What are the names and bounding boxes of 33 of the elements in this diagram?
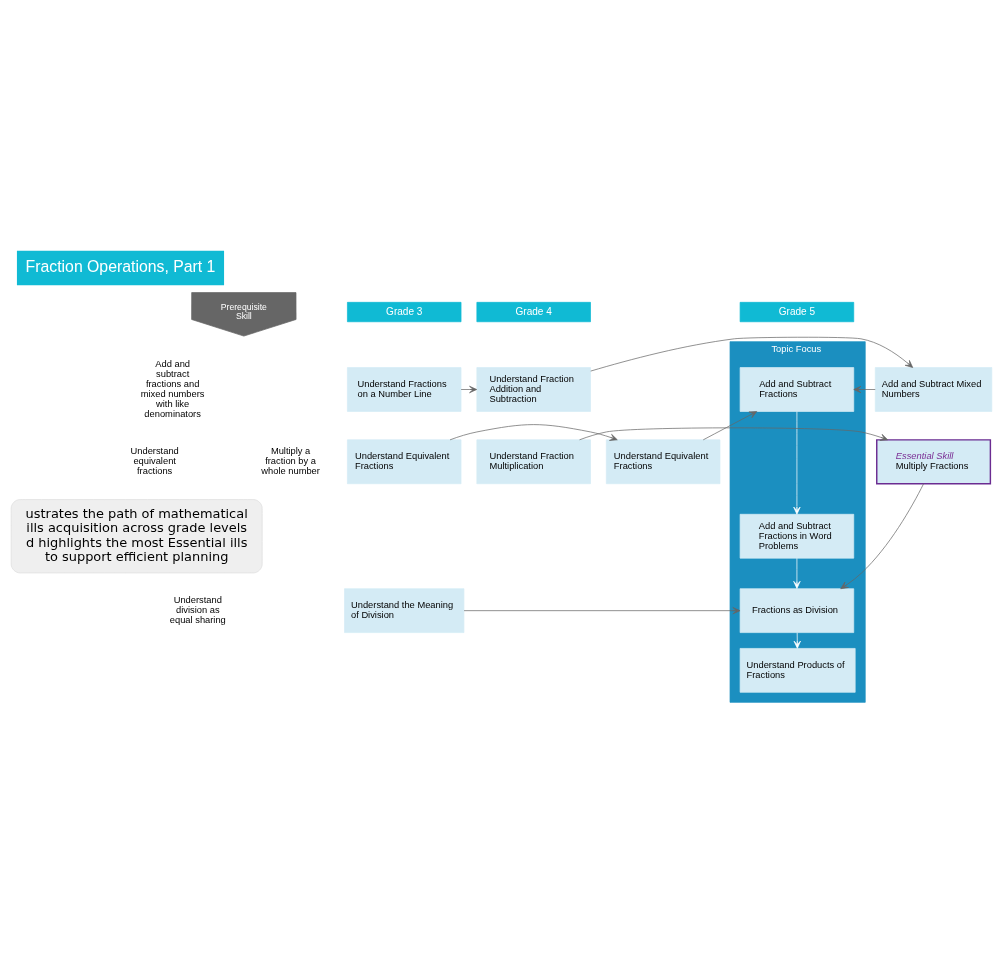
- node-box: Understand Products of Fractions: [739, 647, 856, 693]
- node-box: Understand Fraction Multiplication: [476, 439, 591, 484]
- node-box: Add and Subtract Mixed Numbers: [874, 366, 993, 412]
- label: Add and subtract fractions and mixed numbers with like denominators: [140, 358, 205, 419]
- diagram-title: Fraction Operations, Part 1: [25, 257, 216, 275]
- arrow: [590, 336, 914, 371]
- label: Grade 4: [515, 305, 552, 317]
- arrow: [853, 385, 876, 393]
- arrow: [463, 606, 741, 614]
- node-box: Understand the Meaning of Division: [344, 587, 465, 633]
- arrow: [793, 631, 801, 649]
- label: Grade 5: [778, 305, 816, 317]
- arrow: [840, 482, 924, 589]
- node-box: Understand Equivalent Fractions: [347, 439, 462, 484]
- arrow: [449, 423, 618, 441]
- node-box: Understand Fraction Addition and Subtraction: [476, 366, 591, 412]
- label: Understand division as equal sharing: [169, 594, 226, 625]
- node-box: Add and Subtract Fractions: [739, 366, 855, 412]
- arrow: [460, 385, 478, 393]
- node-box: Essential Skill Multiply Fractions: [876, 438, 992, 484]
- label: Grade 3: [386, 305, 423, 317]
- arrow: [793, 410, 801, 515]
- label: Prerequisite Skill: [220, 301, 267, 321]
- node-box: Fractions as Division: [739, 587, 855, 633]
- label: Understand equivalent fractions: [130, 445, 179, 476]
- node-box: Understand Fractions on a Number Line: [347, 366, 462, 412]
- node-box: Understand Equivalent Fractions: [605, 439, 721, 484]
- label: Multiply a fraction by a whole number: [261, 445, 320, 476]
- arrow: [702, 410, 758, 440]
- node-box: Add and Subtract Fractions in Word Problems: [739, 513, 855, 559]
- arrow: [793, 557, 801, 589]
- label: ustrates the path of mathematical ills acquisition across grade levels d highlights the most Essential ills to support efficient planning: [25, 505, 248, 564]
- arrow: [579, 426, 889, 441]
